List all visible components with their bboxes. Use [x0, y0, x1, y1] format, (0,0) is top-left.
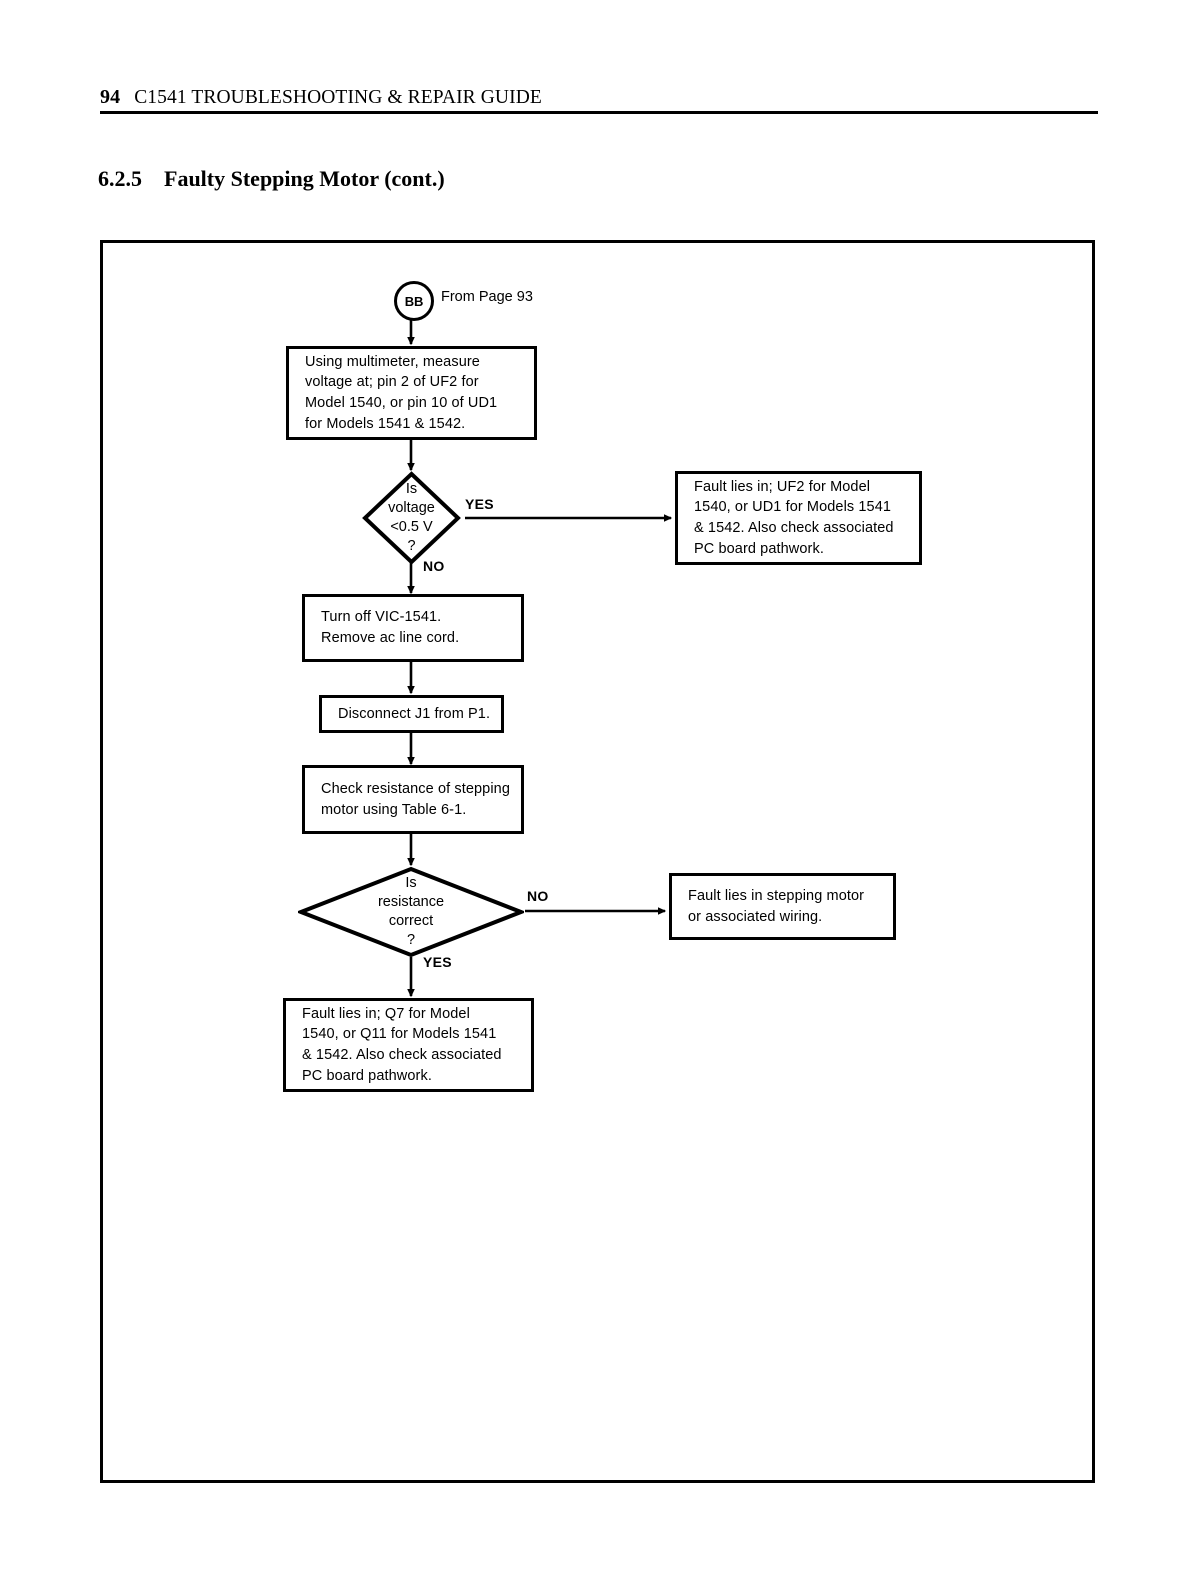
connector-bb-caption: From Page 93: [441, 289, 533, 305]
branch-label-voltage-yes: YES: [465, 496, 494, 512]
connector-bb: BB: [394, 281, 434, 321]
page-number: 94: [100, 86, 121, 108]
branch-label-resistance-yes: YES: [423, 954, 452, 970]
process-check-resistance: Check resistance of stepping motor using…: [302, 765, 524, 834]
terminal-fault-uf2-ud1-text: Fault lies in; UF2 for Model 1540, or UD…: [694, 478, 894, 557]
decision-resistance: Is resistance correct ?: [298, 866, 524, 958]
process-turn-off: Turn off VIC-1541. Remove ac line cord.: [302, 594, 524, 662]
connector-bb-label: BB: [404, 293, 424, 309]
running-head: 94 C1541 TROUBLESHOOTING & REPAIR GUIDE: [100, 86, 1098, 109]
page-header: 94 C1541 TROUBLESHOOTING & REPAIR GUIDE: [100, 86, 1098, 120]
flowchart-frame: BB From Page 93 Using multimeter, measur…: [100, 240, 1095, 1483]
process-turn-off-text: Turn off VIC-1541. Remove ac line cord.: [321, 609, 460, 646]
process-disconnect: Disconnect J1 from P1.: [319, 695, 504, 733]
header-rule: [100, 111, 1098, 114]
terminal-fault-stepping-motor: Fault lies in stepping motor or associat…: [669, 873, 896, 940]
flowchart-connectors: [407, 314, 673, 998]
process-disconnect-text: Disconnect J1 from P1.: [338, 705, 491, 722]
section-heading: 6.2.5 Faulty Stepping Motor (cont.): [98, 166, 445, 192]
branch-label-resistance-no: NO: [527, 888, 549, 904]
running-head-title: C1541 TROUBLESHOOTING & REPAIR GUIDE: [134, 87, 542, 108]
process-check-resistance-text: Check resistance of stepping motor using…: [321, 780, 510, 818]
terminal-fault-q7-q11-text: Fault lies in; Q7 for Model 1540, or Q11…: [302, 1005, 502, 1084]
process-measure-voltage: Using multimeter, measure voltage at; pi…: [286, 346, 537, 440]
decision-voltage: Is voltage <0.5 V ?: [362, 471, 461, 565]
terminal-fault-stepping-motor-text: Fault lies in stepping motor or associat…: [688, 887, 865, 925]
terminal-fault-uf2-ud1: Fault lies in; UF2 for Model 1540, or UD…: [675, 471, 922, 565]
section-title: Faulty Stepping Motor (cont.): [164, 166, 445, 191]
terminal-fault-q7-q11: Fault lies in; Q7 for Model 1540, or Q11…: [283, 998, 534, 1092]
process-measure-voltage-text: Using multimeter, measure voltage at; pi…: [305, 353, 498, 432]
section-number: 6.2.5: [98, 166, 142, 191]
branch-label-voltage-no: NO: [423, 558, 445, 574]
